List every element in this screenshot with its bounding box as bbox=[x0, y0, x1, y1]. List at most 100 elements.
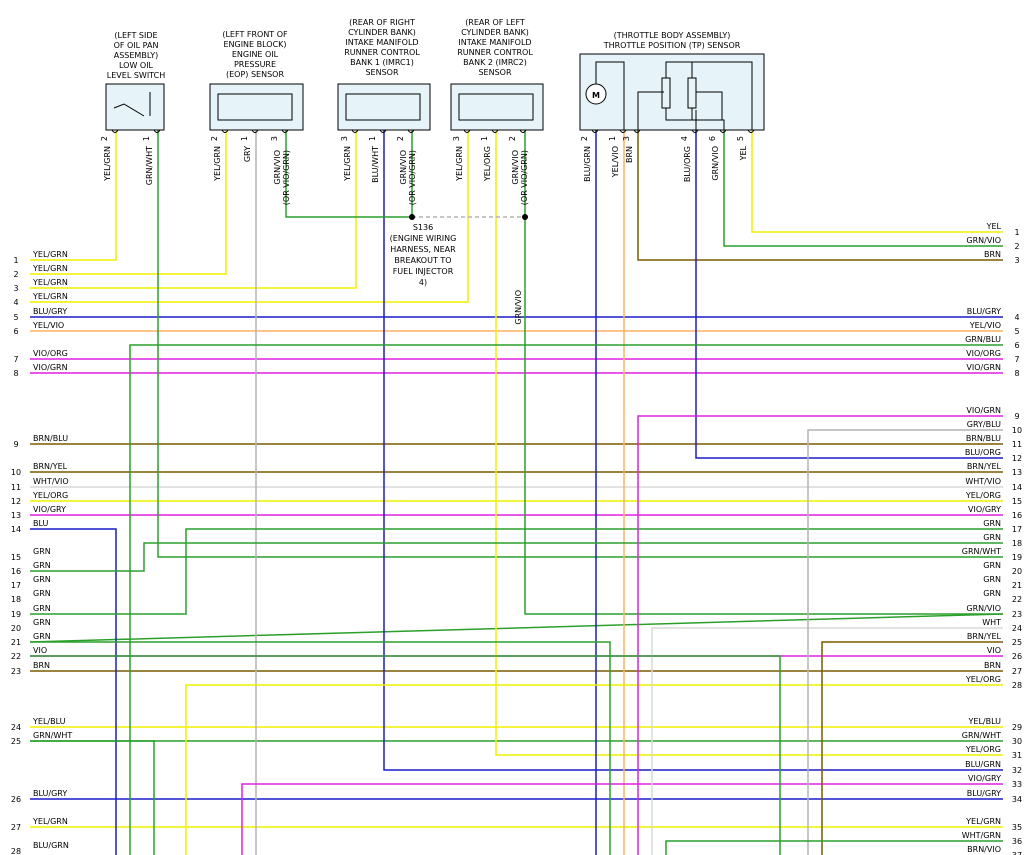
connector-pin-number: 1 bbox=[368, 136, 377, 141]
vio-gry-wire bbox=[241, 783, 1003, 855]
grn-wire bbox=[30, 542, 1003, 572]
imrc1-sensor-title: (REAR OF RIGHT bbox=[349, 18, 415, 27]
left-pin-label: BLU bbox=[33, 519, 49, 528]
pin-wire-label: BLU/ORG bbox=[683, 146, 692, 182]
right-pin-label: GRN/BLU bbox=[965, 335, 1001, 344]
splice-label: 4) bbox=[419, 278, 427, 287]
connector-pin-number: 1 bbox=[480, 136, 489, 141]
imrc1-sensor-title: BANK 1 (IMRC1) bbox=[350, 58, 414, 67]
pin-wire-label: YEL/VIO bbox=[611, 146, 620, 178]
yel-org-wire bbox=[495, 130, 1003, 756]
imrc1-sensor-title: SENSOR bbox=[365, 68, 398, 77]
left-pin-number: 25 bbox=[11, 737, 21, 746]
left-pin-label: GRN/WHT bbox=[33, 731, 72, 740]
left-pin-number: 18 bbox=[11, 595, 21, 604]
imrc2-sensor-title: SENSOR bbox=[478, 68, 511, 77]
right-pin-number: 29 bbox=[1012, 723, 1022, 732]
eop-sensor-title: PRESSURE bbox=[234, 60, 276, 69]
connector-pin-number: 2 bbox=[210, 136, 219, 141]
imrc2-inner bbox=[458, 93, 534, 121]
right-pin-label: WHT/GRN bbox=[962, 831, 1001, 840]
grn-vio-wire bbox=[524, 130, 1003, 615]
right-pin-number: 11 bbox=[1012, 440, 1022, 449]
left-pin-label: GRN bbox=[33, 604, 51, 613]
pin-socket bbox=[491, 129, 499, 133]
left-pin-number: 26 bbox=[11, 795, 21, 804]
wht-grn-wire bbox=[665, 840, 1003, 855]
right-pin-label: GRN/VIO bbox=[966, 604, 1001, 613]
pin-wire-label: YEL/ORG bbox=[483, 146, 492, 182]
tp-signal-lead bbox=[696, 91, 723, 120]
pin-socket bbox=[463, 129, 471, 133]
imrc1-sensor-title: CYLINDER BANK) bbox=[348, 28, 416, 37]
left-pin-label: YEL/GRN bbox=[32, 278, 68, 287]
left-pin-number: 20 bbox=[11, 624, 21, 633]
connector-pin-number: 1 bbox=[142, 136, 151, 141]
left-pin-label: GRN bbox=[33, 561, 51, 570]
connector-pin-number: 3 bbox=[452, 136, 461, 141]
yel-grn-wire bbox=[30, 130, 357, 289]
right-pin-label: YEL/BLU bbox=[968, 717, 1002, 726]
right-pin-number: 21 bbox=[1012, 581, 1022, 590]
left-pin-label: YEL/VIO bbox=[32, 321, 64, 330]
yel-wire bbox=[751, 130, 1003, 233]
right-pin-number: 7 bbox=[1014, 355, 1019, 364]
grn-wht-wire bbox=[157, 130, 1003, 558]
yel-org-wire bbox=[185, 684, 1003, 855]
harness-labels: 1YEL/GRN2YEL/GRN3YEL/GRN4YEL/GRN5BLU/GRY… bbox=[11, 136, 1022, 855]
harness-wire bbox=[29, 613, 1004, 643]
right-pin-number: 33 bbox=[1012, 780, 1022, 789]
pin-socket bbox=[221, 129, 229, 133]
motor-lead bbox=[595, 61, 625, 130]
right-pin-label: YEL/GRN bbox=[965, 817, 1001, 826]
right-pin-label: BRN/BLU bbox=[966, 434, 1001, 443]
oil-switch-body bbox=[105, 83, 165, 131]
connector-pin-number: 1 bbox=[608, 136, 617, 141]
imrc2-sensor-title: BANK 2 (IMRC2) bbox=[463, 58, 527, 67]
oil-switch-title: LOW OIL bbox=[119, 61, 154, 70]
brn-wire bbox=[637, 130, 1003, 261]
right-pin-label: BRN/YEL bbox=[967, 462, 1002, 471]
left-pin-number: 1 bbox=[13, 256, 18, 265]
left-pin-number: 13 bbox=[11, 511, 21, 520]
wht-wire bbox=[651, 627, 1003, 855]
right-pin-label: GRY/BLU bbox=[967, 420, 1001, 429]
pin-socket bbox=[747, 129, 755, 133]
tp-lead bbox=[637, 91, 664, 130]
left-pin-label: BRN bbox=[33, 661, 50, 670]
right-pin-label: GRN/VIO bbox=[966, 236, 1001, 245]
pin-wire-label: (OR VIO/GRN) bbox=[282, 150, 291, 205]
left-pin-number: 7 bbox=[13, 355, 18, 364]
left-pin-label: BLU/GRN bbox=[33, 841, 69, 850]
right-pin-number: 17 bbox=[1012, 525, 1022, 534]
right-pin-label: BRN/VIO bbox=[967, 845, 1001, 854]
left-pin-number: 21 bbox=[11, 638, 21, 647]
imrc2-sensor-title: INTAKE MANIFOLD bbox=[458, 38, 531, 47]
left-pin-label: VIO/GRY bbox=[33, 505, 66, 514]
left-pin-label: YEL/ORG bbox=[32, 491, 68, 500]
imrc2-sensor-title: CYLINDER BANK) bbox=[461, 28, 529, 37]
left-pin-label: BLU/GRY bbox=[33, 307, 67, 316]
left-pin-number: 5 bbox=[13, 313, 18, 322]
splice-wire-label: GRN/VIO bbox=[514, 290, 523, 325]
tp-sensor-title: (THROTTLE BODY ASSEMBLY) bbox=[614, 31, 731, 40]
right-pin-label: BLU/GRY bbox=[967, 307, 1001, 316]
left-pin-number: 24 bbox=[11, 723, 21, 732]
right-pin-label: VIO/GRY bbox=[968, 774, 1001, 783]
connector-pin-number: 4 bbox=[680, 136, 689, 141]
right-pin-label: YEL/ORG bbox=[965, 675, 1001, 684]
left-pin-number: 15 bbox=[11, 553, 21, 562]
right-pin-label: YEL bbox=[986, 222, 1002, 231]
splice-label: FUEL INJECTOR bbox=[393, 267, 454, 276]
connector-pins bbox=[111, 129, 755, 133]
right-pin-number: 15 bbox=[1012, 497, 1022, 506]
pin-socket bbox=[591, 129, 599, 133]
connector-pin-number: 2 bbox=[396, 136, 405, 141]
right-pin-number: 5 bbox=[1014, 327, 1019, 336]
connector-pin-number: 5 bbox=[736, 136, 745, 141]
wires bbox=[29, 130, 1004, 855]
left-pin-label: GRN bbox=[33, 575, 51, 584]
yel-grn-wire bbox=[30, 130, 227, 275]
